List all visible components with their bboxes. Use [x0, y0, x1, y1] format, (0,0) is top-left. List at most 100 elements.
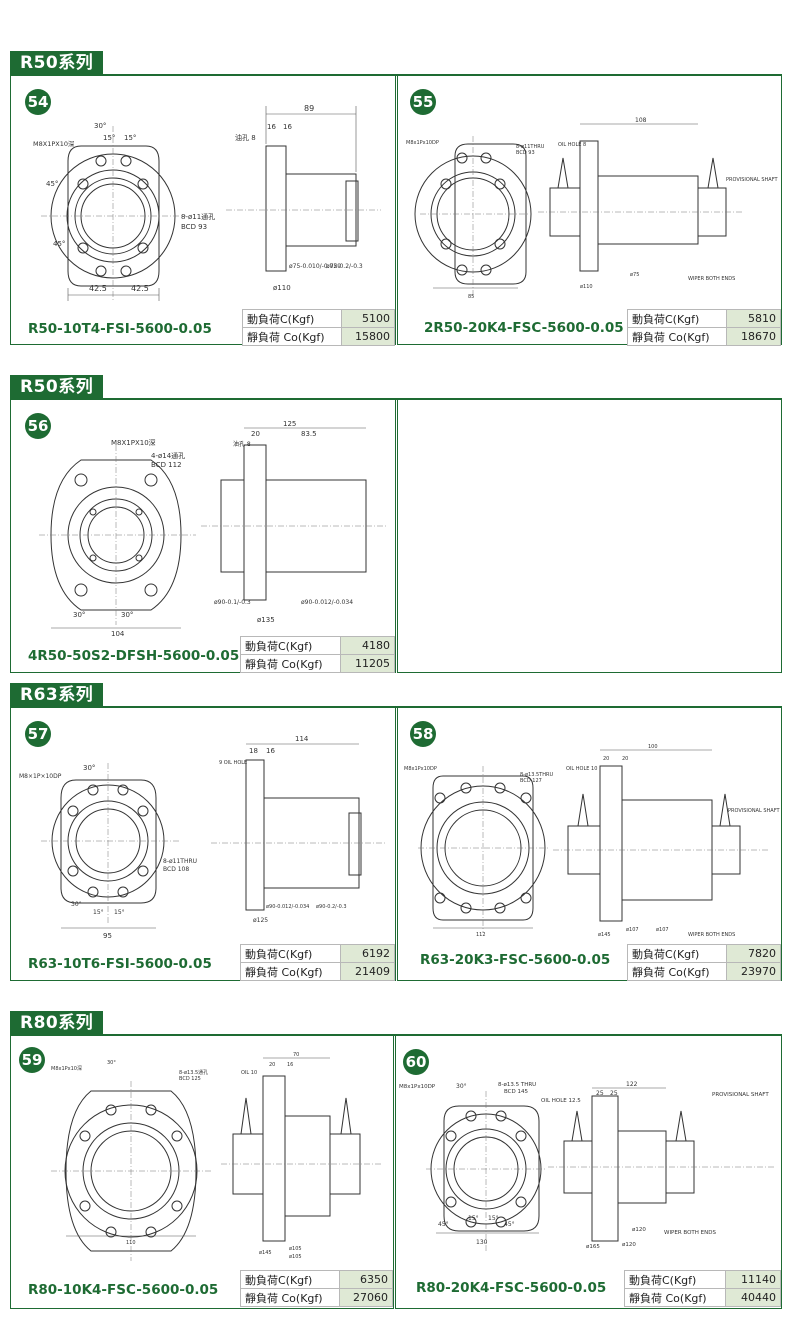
- product-card-59: 59 110 M8x1Px10深 30° 8-ø13.5通孔 BCD 125 7…: [10, 1035, 394, 1309]
- side-view-drawing: 114 18 16 9 OIL HOLE ø90-0.012/-0.034 ø9…: [211, 735, 386, 924]
- model-name: 4R50-50S2-DFSH-5600-0.05: [28, 648, 240, 664]
- dim-label: 20: [269, 1062, 275, 1068]
- static-load-value: 21409: [339, 962, 396, 981]
- model-name: R63-10T6-FSI-5600-0.05: [28, 956, 212, 972]
- item-number-badge: 54: [25, 89, 51, 115]
- dim-label: BCD 112: [151, 461, 182, 469]
- static-load-value: 40440: [725, 1288, 781, 1307]
- product-card-54: 54 42.5 42.5 M8X1PX10深 30° 15° 15° 45° 4…: [10, 75, 396, 346]
- static-load-label: 靜負荷 Co(Kgf): [623, 1288, 727, 1307]
- front-view-drawing: 42.5 42.5 M8X1PX10深 30° 15° 15° 45° 45° …: [33, 122, 215, 301]
- dim-label: 16: [266, 747, 275, 755]
- dim-label: 108: [635, 117, 647, 124]
- load-spec-table: 動負荷C(Kgf)11140 靜負荷 Co(Kgf)40440: [623, 1270, 781, 1307]
- side-view-drawing: 89 16 16 油孔 8 ø75-0.010/-0.029 ø75-0.2/-…: [226, 104, 381, 292]
- static-load-value: 18670: [726, 327, 781, 346]
- dim-label: WIPER BOTH ENDS: [688, 276, 735, 282]
- dim-label: 25: [610, 1090, 618, 1097]
- static-load-label: 靜負荷 Co(Kgf): [240, 962, 341, 981]
- dim-label: 110: [126, 1240, 136, 1246]
- dim-label: ø75: [630, 272, 639, 278]
- series-header-r63: R63系列: [10, 683, 104, 708]
- dim-label: 15°: [103, 134, 115, 142]
- load-spec-table: 動負荷C(Kgf)5100 靜負荷 Co(Kgf)15800: [242, 309, 396, 346]
- side-view-drawing: 125 83.5 20 油孔 8 ø90-0.1/-0.3 ø90-0.012/…: [201, 420, 386, 624]
- dim-label: WIPER BOTH ENDS: [688, 932, 735, 938]
- dynamic-load-label: 動負荷C(Kgf): [242, 309, 342, 328]
- dim-label: ø125: [253, 917, 268, 924]
- dim-label: 8-ø11THRU: [516, 144, 545, 150]
- dim-label: 16: [283, 123, 292, 131]
- static-load-label: 靜負荷 Co(Kgf): [626, 962, 728, 981]
- dim-label: ø165: [586, 1244, 600, 1250]
- dim-label: ø107: [626, 927, 639, 933]
- front-view-drawing: 130 M8x1Px10DP 30° 8-ø13.5 THRU BCD 145 …: [399, 1082, 546, 1251]
- dim-label: BCD 145: [504, 1089, 528, 1095]
- dim-label: 114: [295, 735, 309, 743]
- dim-label: BCD 125: [179, 1076, 201, 1082]
- dim-label: M8X1PX10深: [111, 438, 156, 447]
- dim-label: 8-ø13.5通孔: [179, 1069, 208, 1076]
- side-view-drawing: 122 25 25 OIL HOLE 12.5 PROVISIONAL SHAF…: [541, 1081, 774, 1250]
- dynamic-load-label: 動負荷C(Kgf): [240, 636, 341, 655]
- side-view-drawing: 100 20 20 OIL HOLE 10 PROVISIONAL SHAFT …: [553, 744, 780, 938]
- dim-label: 83.5: [301, 430, 317, 438]
- dynamic-load-label: 動負荷C(Kgf): [623, 1270, 727, 1289]
- dim-label: 30°: [71, 901, 82, 908]
- dim-label: BCD 108: [163, 866, 189, 873]
- dim-label: OIL 10: [241, 1070, 257, 1076]
- static-load-label: 靜負荷 Co(Kgf): [240, 654, 341, 673]
- dim-label: ø105: [289, 1246, 302, 1252]
- model-name: 2R50-20K4-FSC-5600-0.05: [424, 320, 624, 336]
- dim-label: ø107: [656, 927, 669, 933]
- dim-label: ø120: [632, 1227, 646, 1233]
- model-name: R80-20K4-FSC-5600-0.05: [416, 1280, 607, 1296]
- front-view-drawing: 104 30° 30° M8X1PX10深 4-ø14通孔 BCD 112: [39, 438, 196, 638]
- dim-label: 42.5: [131, 284, 149, 293]
- dim-label: 100: [648, 744, 658, 750]
- side-view-drawing: 70 20 16 OIL 10 ø145 ø105 ø105: [221, 1052, 381, 1260]
- dim-label: 130: [476, 1239, 488, 1246]
- dim-label: 45°: [53, 240, 65, 248]
- dim-label: 4-ø14通孔: [151, 451, 185, 460]
- dim-label: OIL HOLE 8: [558, 142, 586, 148]
- dim-label: 30°: [94, 122, 106, 130]
- load-spec-table: 動負荷C(Kgf)6192 靜負荷 Co(Kgf)21409: [240, 944, 396, 981]
- dim-label: 95: [103, 932, 112, 940]
- dim-label: 30°: [73, 611, 85, 619]
- item-number-badge: 57: [25, 721, 51, 747]
- dim-label: 104: [111, 630, 125, 638]
- dim-label: 89: [304, 104, 314, 113]
- front-view-drawing: 85 M8x1Px10DP 8-ø11THRU BCD 93: [406, 136, 545, 300]
- model-name: R50-10T4-FSI-5600-0.05: [28, 321, 212, 337]
- load-spec-table: 動負荷C(Kgf)7820 靜負荷 Co(Kgf)23970: [626, 944, 781, 981]
- dim-label: 8-ø11通孔: [181, 212, 215, 221]
- dim-label: ø90-0.012/-0.034: [301, 599, 353, 606]
- front-view-drawing: 95 M8×1P×10DP 30° 30° 15° 15° 8-ø11THRU …: [19, 763, 197, 940]
- dim-label: M8X1PX10深: [33, 139, 75, 148]
- dim-label: 125: [283, 420, 296, 428]
- dim-label: 45°: [504, 1221, 515, 1228]
- dim-label: 15°: [114, 909, 125, 916]
- dim-label: M8x1Px10DP: [399, 1084, 436, 1090]
- dim-label: 20: [251, 430, 260, 438]
- dim-label: PROVISIONAL SHAFT: [712, 1092, 769, 1098]
- dim-label: ø90-0.1/-0.3: [214, 599, 251, 606]
- dynamic-load-value: 5810: [726, 309, 781, 328]
- static-load-value: 11205: [339, 654, 396, 673]
- dim-label: 20: [603, 756, 609, 762]
- dynamic-load-value: 5100: [340, 309, 396, 328]
- item-number-badge: 59: [19, 1047, 45, 1073]
- dim-label: OIL HOLE 10: [566, 766, 597, 772]
- static-load-value: 15800: [340, 327, 396, 346]
- dim-label: PROVISIONAL SHAFT: [726, 177, 778, 183]
- dynamic-load-label: 動負荷C(Kgf): [240, 1270, 340, 1289]
- dynamic-load-value: 7820: [726, 944, 781, 963]
- series-header-r50-b: R50系列: [10, 375, 104, 400]
- series-divider: [10, 398, 782, 400]
- dim-label: 油孔 8: [233, 440, 251, 448]
- product-card-60: 60 130 M8x1Px10DP 30° 8-ø13.5 THRU BCD 1…: [395, 1035, 782, 1309]
- dim-label: 45°: [438, 1221, 449, 1228]
- dim-label: 16: [267, 123, 276, 131]
- dim-label: BCD 93: [181, 223, 207, 231]
